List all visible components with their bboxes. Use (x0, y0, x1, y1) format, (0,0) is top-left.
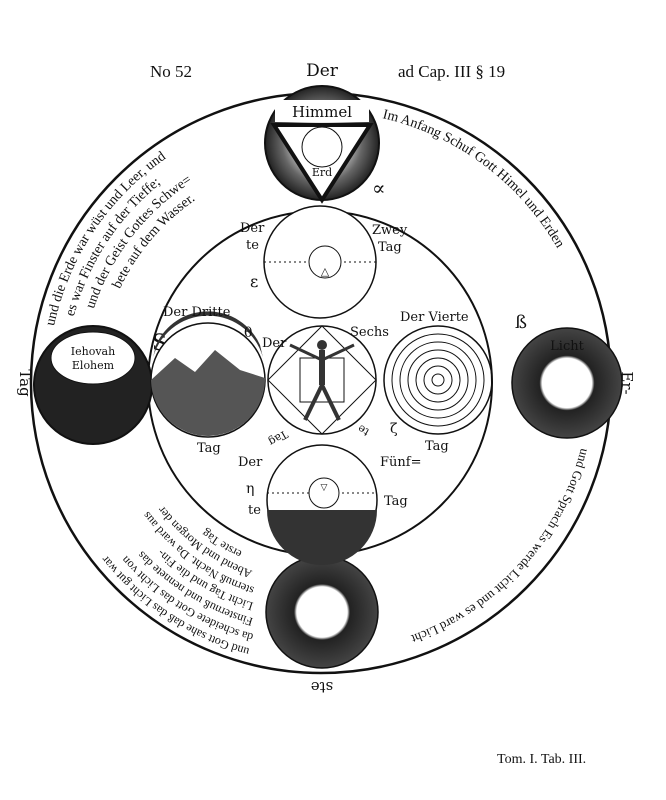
day-four-circle (383, 325, 493, 435)
ring-text-bottom-right: und Gott Sprach Es werde Licht und es wa… (409, 447, 593, 647)
day-four-tag: Tag (425, 439, 449, 454)
svg-text:△: △ (321, 265, 330, 278)
day-three-circle (150, 311, 266, 438)
side-text-right: Er- (618, 371, 636, 394)
day-two-der: Der (240, 221, 265, 236)
day-two-circle: △ (263, 205, 377, 319)
day-five-symbol: η (246, 481, 254, 497)
day-six-tag: Tag (266, 427, 290, 448)
day-five-fuenf: Fünf= (380, 455, 421, 470)
jehovah-circle: Iehovah Elohem (33, 325, 153, 445)
jehovah-label: Iehovah (71, 345, 115, 358)
earth-label: Erd (312, 166, 332, 179)
svg-text:▽: ▽ (321, 483, 328, 493)
heaven-symbol: ∝ (372, 176, 386, 200)
day-three-tag: Tag (197, 441, 221, 456)
bottom-sun-circle (265, 555, 379, 669)
plate-number: No 52 (150, 62, 193, 81)
heaven-circle: Himmel Erd (264, 85, 380, 204)
day-three-symbol: θ (244, 325, 252, 341)
day-six-te: te (356, 422, 372, 439)
top-word: Der (306, 61, 339, 81)
day-two-te: te (246, 238, 259, 253)
day-two-symbol: ε (250, 272, 258, 291)
side-text-left: Tag (16, 369, 34, 397)
day-three-label: Der Dritte (163, 305, 231, 320)
day-five-te: te (248, 503, 261, 518)
day-five-tag: Tag (384, 494, 408, 509)
bottom-text: ste (311, 678, 334, 696)
day-five-der: Der (238, 455, 263, 470)
elohem-label: Elohem (72, 359, 115, 372)
light-circle: Licht (511, 327, 623, 439)
day-four-symbol: ζ (390, 421, 398, 437)
day-six-sechs: Sechs (350, 325, 389, 340)
right-symbol: ß (515, 312, 527, 333)
day-two-zwey: Zwey (372, 223, 408, 238)
chapter-reference: ad Cap. III § 19 (398, 62, 506, 81)
volume-label: Tom. I. Tab. III. (497, 752, 587, 767)
light-label: Licht (550, 339, 584, 354)
ring-text-top-right: Im Anfang Schuf Gott Himel und Erden (381, 107, 567, 250)
day-two-tag: Tag (378, 240, 402, 255)
heaven-label: Himmel (292, 103, 352, 121)
day-six-der: Der (262, 336, 287, 351)
day-five-circle: ▽ (266, 444, 378, 565)
day-six-circle (267, 325, 377, 435)
day-four-label: Der Vierte (400, 310, 469, 325)
